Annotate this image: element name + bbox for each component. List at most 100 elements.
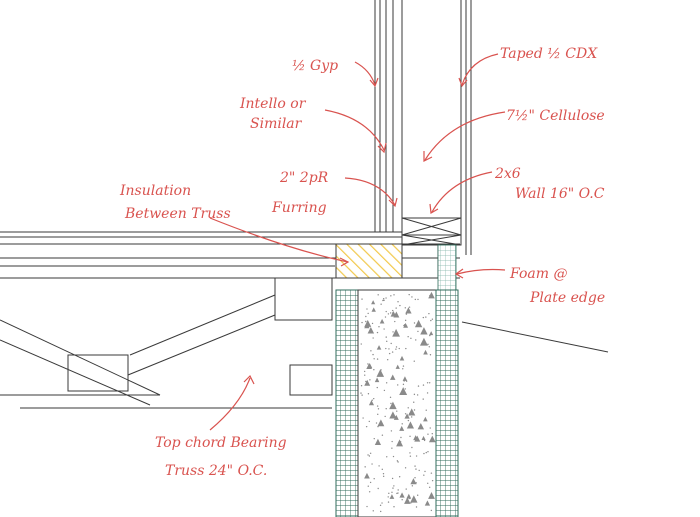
aggregate-dot — [413, 393, 416, 396]
aggregate-stone — [389, 411, 397, 419]
aggregate-dot — [393, 294, 395, 296]
aggregate-dot — [391, 351, 394, 353]
aggregate-dot — [365, 315, 367, 318]
aggregate-stone — [376, 369, 385, 377]
label-cellulose: 7½" Cellulose — [506, 108, 605, 124]
aggregate-dot — [415, 506, 418, 508]
aggregate-dot — [383, 299, 385, 302]
aggregate-dot — [428, 382, 431, 384]
aggregate-stone — [379, 318, 385, 324]
aggregate-dot — [427, 451, 429, 453]
aggregate-dot — [423, 439, 426, 442]
sill-plate — [401, 244, 439, 279]
aggregate-dot — [413, 401, 415, 403]
aggregate-stone — [429, 331, 434, 336]
aggregate-dot — [395, 348, 397, 350]
aggregate-dot — [402, 368, 404, 370]
aggregate-dot — [429, 334, 431, 337]
aggregate-dot — [415, 339, 417, 341]
aggregate-dot — [377, 487, 379, 490]
label-truss-2: Truss 24" O.C. — [165, 463, 267, 479]
aggregate-dot — [364, 374, 366, 376]
aggregate-dot — [371, 463, 373, 465]
aggregate-dot — [410, 337, 412, 340]
aggregate-dot — [360, 343, 362, 345]
aggregate-dot — [407, 419, 410, 422]
aggregate-dot — [391, 491, 393, 493]
aggregate-dot — [429, 427, 431, 429]
aggregate-dot — [383, 389, 386, 392]
aggregate-stone — [393, 414, 399, 420]
aggregate-dot — [387, 313, 390, 315]
aggregate-dot — [363, 370, 366, 373]
aggregate-dot — [424, 470, 426, 473]
aggregate-dot — [413, 360, 415, 362]
annotations: ½ Gyp Taped ½ CDX Intello or Similar 7½"… — [119, 46, 605, 479]
label-truss-1: Top chord Bearing — [155, 435, 287, 451]
aggregate-dot — [366, 505, 368, 508]
aggregate-stone — [421, 435, 426, 441]
aggregate-dot — [373, 437, 375, 440]
aggregate-stone — [399, 355, 405, 361]
aggregate-stone — [377, 419, 385, 427]
label-foam-2: Plate edge — [529, 290, 605, 306]
aggregate-dot — [427, 482, 429, 484]
aggregate-dot — [404, 467, 407, 469]
aggregate-dot — [368, 491, 371, 493]
aggregate-dot — [418, 469, 420, 472]
aggregate-dot — [404, 413, 407, 415]
aggregate-dot — [373, 358, 375, 360]
aggregate-stone — [395, 364, 400, 369]
aggregate-dot — [395, 346, 398, 348]
aggregate-dot — [404, 324, 406, 326]
aggregate-dot — [402, 365, 405, 367]
aggregate-dot — [376, 358, 379, 360]
aggregate-dot — [396, 410, 398, 412]
aggregate-dot — [388, 352, 391, 355]
aggregate-dot — [373, 369, 375, 371]
aggregate-dot — [369, 481, 372, 484]
aggregate-stone — [376, 345, 382, 350]
aggregate-dot — [404, 388, 406, 390]
aggregate-dot — [416, 494, 419, 496]
aggregate-dot — [407, 336, 409, 338]
aggregate-stone — [389, 494, 395, 499]
aggregate-dot — [413, 322, 416, 324]
truss-gusset — [67, 354, 129, 392]
aggregate-stone — [371, 300, 376, 305]
aggregate-dot — [361, 321, 363, 324]
icf-foam-outer — [435, 289, 459, 517]
aggregate-dot — [388, 492, 390, 495]
icf-foam-inner — [335, 289, 359, 517]
label-cdx: Taped ½ CDX — [500, 46, 598, 62]
aggregate-stone — [420, 327, 428, 335]
aggregate-dot — [401, 499, 403, 501]
aggregate-stone — [366, 363, 372, 370]
aggregate-dot — [383, 328, 385, 330]
aggregate-stone — [404, 413, 410, 419]
aggregate-dot — [430, 509, 433, 512]
label-furring-1: 2" 2pR — [279, 170, 329, 186]
aggregate-dot — [381, 468, 384, 471]
truss-block-lower — [289, 364, 333, 396]
aggregate-dot — [396, 460, 399, 462]
aggregate-dot — [361, 394, 363, 396]
aggregate-dot — [380, 303, 382, 305]
aggregate-dot — [422, 398, 424, 400]
aggregate-stone — [405, 307, 412, 314]
aggregate-dot — [386, 456, 388, 458]
aggregate-dot — [417, 298, 419, 301]
aggregate-dot — [385, 336, 387, 338]
aggregate-dot — [393, 506, 395, 508]
aggregate-stone — [367, 326, 375, 334]
aggregate-stone — [406, 421, 415, 429]
aggregate-dot — [415, 468, 417, 470]
aggregate-stone — [428, 492, 435, 499]
aggregate-dot — [387, 501, 390, 503]
aggregate-stone — [399, 387, 408, 396]
aggregate-dot — [389, 312, 392, 314]
aggregate-dot — [413, 409, 416, 411]
aggregate-dot — [426, 392, 429, 394]
aggregate-dot — [384, 316, 387, 318]
